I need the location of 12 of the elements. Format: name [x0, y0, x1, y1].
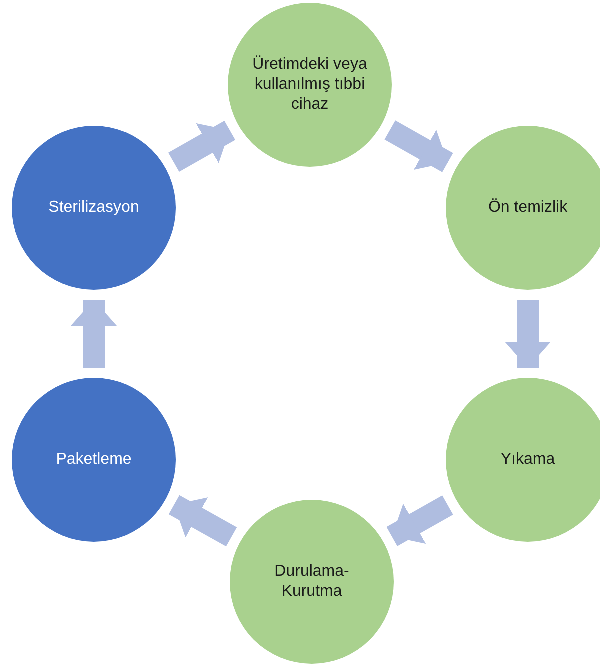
- block-arrow: [505, 300, 551, 368]
- node-label: Durulama-Kurutma: [274, 562, 350, 602]
- block-arrow: [384, 120, 454, 172]
- node-label: Yıkama: [500, 450, 556, 470]
- block-arrow: [168, 120, 236, 172]
- block-arrow: [71, 300, 117, 368]
- node-label: Üretimdeki veya kullanılmış tıbbi cihaz: [252, 55, 368, 115]
- block-arrow: [386, 496, 454, 546]
- block-arrow: [168, 495, 238, 547]
- node-label: Paketleme: [56, 450, 132, 470]
- node-label: Ön temizlik: [488, 198, 568, 218]
- node-label: Sterilizasyon: [48, 198, 140, 218]
